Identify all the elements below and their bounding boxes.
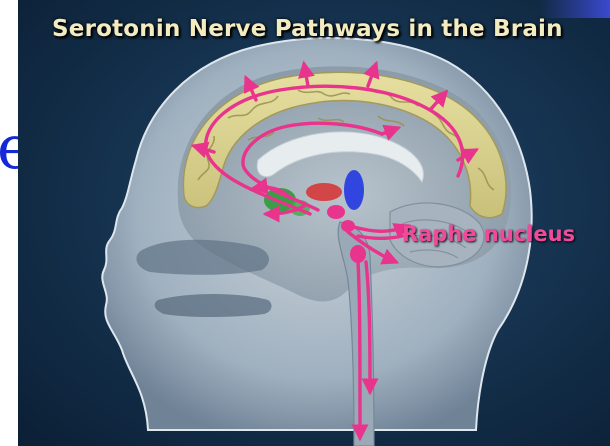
figure-title: Serotonin Nerve Pathways in the Brain: [52, 16, 563, 42]
blue-region: [344, 170, 364, 210]
oral-cavity: [155, 294, 272, 317]
red-region: [306, 183, 342, 201]
figure-frame: Serotonin Nerve Pathways in the Brain Ra…: [18, 0, 610, 446]
nasal-cavity: [136, 240, 269, 275]
raphe-nucleus-label: Raphe nucleus: [402, 222, 575, 246]
